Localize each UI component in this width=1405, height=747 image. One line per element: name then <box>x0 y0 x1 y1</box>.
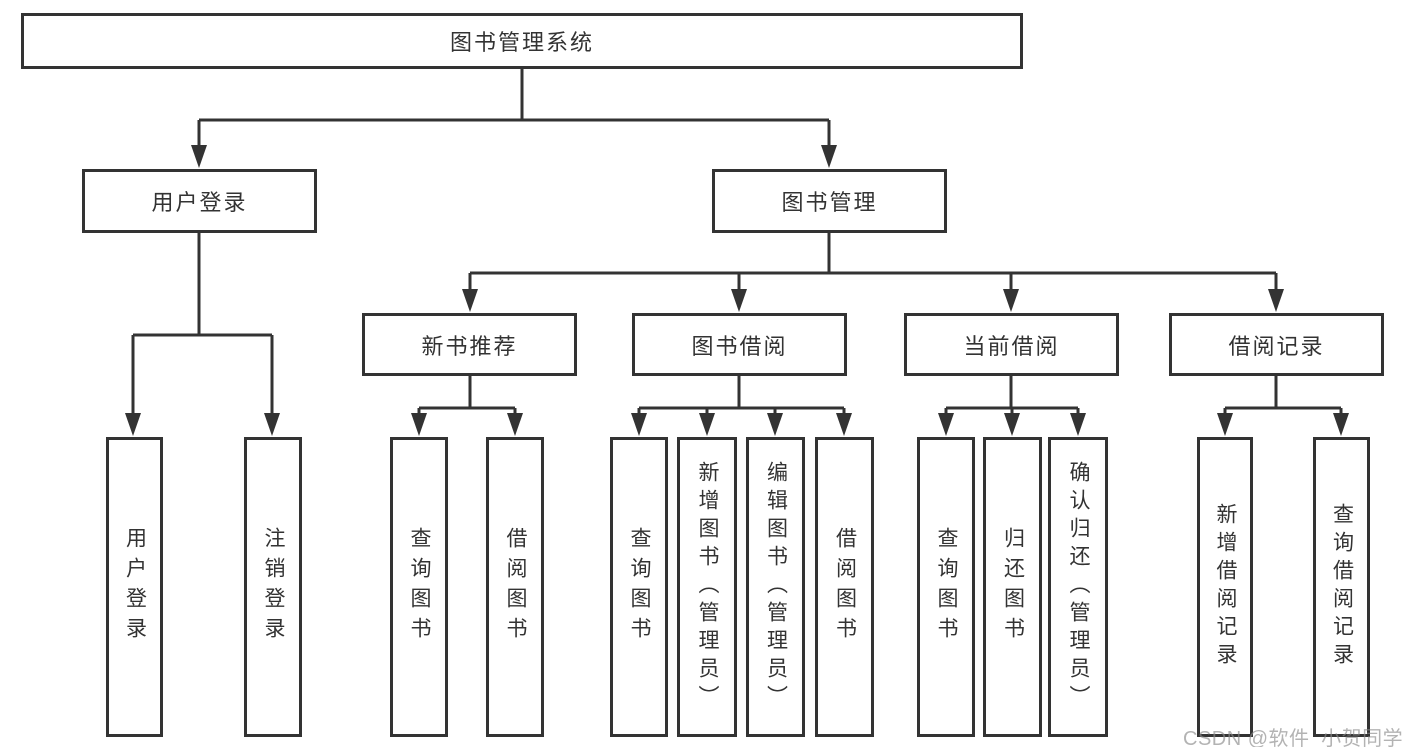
arrowhead-icon <box>631 413 647 436</box>
arrowhead-icon <box>264 413 280 436</box>
leaf-confirm-return-admin: 确认归还（管理员） <box>1048 437 1108 737</box>
node-label: 借阅图书 <box>504 527 527 647</box>
arrowhead-icon <box>1217 413 1233 436</box>
node-label: 查询借阅记录 <box>1330 503 1354 671</box>
node-label: 查询图书 <box>408 527 431 647</box>
arrowhead-icon <box>836 413 852 436</box>
arrowhead-icon <box>411 413 427 436</box>
node-label: 新增借阅记录 <box>1214 503 1237 671</box>
node-label: 借阅图书 <box>833 527 857 647</box>
node-label: 新增图书（管理员） <box>696 461 719 713</box>
arrowhead-icon <box>1070 413 1086 436</box>
arrowhead-icon <box>1268 289 1284 312</box>
leaf-borrow-books: 借阅图书 <box>815 437 874 737</box>
leaf-return-books: 归还图书 <box>983 437 1042 737</box>
arrowhead-icon <box>125 413 141 436</box>
node-user-login: 用户登录 <box>82 169 317 233</box>
node-label: 查询图书 <box>628 527 651 647</box>
arrowhead-icon <box>507 413 523 436</box>
node-label: 图书借阅 <box>691 333 788 359</box>
tree-edges <box>131 69 1343 418</box>
node-borrow-records: 借阅记录 <box>1169 313 1384 376</box>
arrowhead-icon <box>1333 413 1349 436</box>
node-book-borrow: 图书借阅 <box>632 313 847 376</box>
node-label: 用户登录 <box>151 190 248 215</box>
node-label: 图书管理 <box>781 190 878 215</box>
watermark: CSDN @软件_小贺同学 <box>1183 728 1404 747</box>
node-new-book-recommend: 新书推荐 <box>362 313 577 376</box>
leaf-logout: 注销登录 <box>244 437 302 737</box>
leaf-borrow-books-recommend: 借阅图书 <box>486 437 544 737</box>
node-label: 归还图书 <box>1001 527 1025 647</box>
arrowheads <box>125 145 1349 436</box>
leaf-edit-books-admin: 编辑图书（管理员） <box>746 437 805 737</box>
arrowhead-icon <box>938 413 954 436</box>
arrowhead-icon <box>699 413 715 436</box>
node-label: 当前借阅 <box>963 333 1060 359</box>
arrowhead-icon <box>1003 289 1019 312</box>
node-label: 确认归还（管理员） <box>1067 461 1090 713</box>
node-label: 用户登录 <box>123 527 147 647</box>
node-label: 新书推荐 <box>421 333 518 359</box>
leaf-add-borrow-record: 新增借阅记录 <box>1197 437 1253 737</box>
node-label: 注销登录 <box>262 527 285 647</box>
arrowhead-icon <box>1004 413 1020 436</box>
leaf-query-borrow-record: 查询借阅记录 <box>1313 437 1370 737</box>
arrowhead-icon <box>731 289 747 312</box>
leaf-user-login: 用户登录 <box>106 437 163 737</box>
arrowhead-icon <box>462 289 478 312</box>
leaf-add-books-admin: 新增图书（管理员） <box>677 437 737 737</box>
node-label: 借阅记录 <box>1228 333 1325 359</box>
node-root-system: 图书管理系统 <box>21 13 1023 69</box>
leaf-query-books-borrow: 查询图书 <box>610 437 668 737</box>
node-label: 查询图书 <box>935 527 958 647</box>
leaf-query-books-current: 查询图书 <box>917 437 975 737</box>
arrowhead-icon <box>767 413 783 436</box>
node-current-borrow: 当前借阅 <box>904 313 1119 376</box>
node-label: 编辑图书（管理员） <box>764 461 788 713</box>
leaf-query-books-recommend: 查询图书 <box>390 437 448 737</box>
node-book-management: 图书管理 <box>712 169 947 233</box>
arrowhead-icon <box>821 145 837 168</box>
arrowhead-icon <box>191 145 207 168</box>
node-label: 图书管理系统 <box>449 30 594 55</box>
